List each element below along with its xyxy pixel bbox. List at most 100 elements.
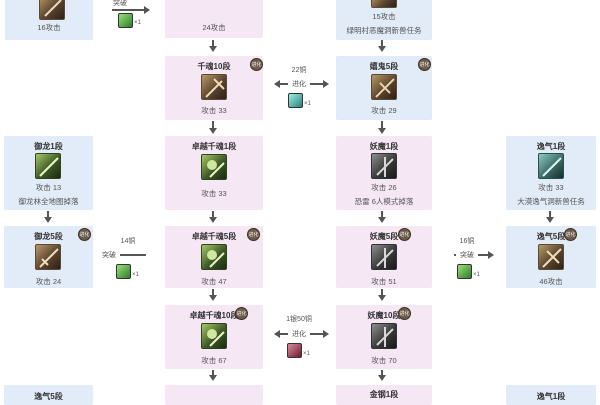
arrow-stem [212, 211, 214, 218]
weapon-icon [35, 153, 61, 179]
card-zhuoyue-10[interactable]: 卓越千魂10段 进化 攻击 67 [165, 305, 263, 369]
card-stat: 攻击 47 [201, 277, 227, 286]
card-title: 嬉鬼5段 [369, 62, 399, 71]
card-source: 恐雷 6人模式掉落 [354, 197, 414, 206]
arrow-stem [212, 121, 214, 129]
arrow-down-icon [378, 46, 386, 52]
arrow-head-right-icon [488, 251, 494, 259]
card-qianhun-10[interactable]: 千魂10段 进化 攻击 33 [165, 56, 263, 120]
card-title: 千魂10段 [197, 62, 231, 71]
card-stat: 攻击 33 [201, 189, 227, 198]
evolve-badge-icon: 进化 [398, 307, 411, 320]
weapon-icon [201, 154, 227, 180]
material-icon [288, 93, 303, 108]
card-title: 妖魔1段 [369, 142, 399, 151]
weapon-icon [39, 0, 65, 20]
card-stat: 攻击 13 [35, 183, 62, 192]
weapon-icon [371, 0, 397, 8]
connector-arrow [112, 9, 144, 11]
arrow-head-right-icon [323, 80, 329, 88]
card-title: 逸气5段 [536, 232, 566, 241]
card-yulong-1[interactable]: 御龙1段 攻击 13 御龙林全地图掉落 [4, 136, 93, 210]
card-yaoli-5[interactable]: 嬉鬼5段 进化 攻击 29 [336, 56, 432, 120]
card-yaoli-5b[interactable]: 妖魔5段 进化 攻击 51 [336, 226, 432, 288]
weapon-icon [201, 244, 227, 270]
card-stat: 攻击 24 [35, 277, 62, 286]
weapon-icon [538, 244, 564, 270]
weapon-icon [201, 323, 227, 349]
material-icon [118, 13, 133, 28]
material-count: ×1 [132, 272, 139, 278]
card-title: 妖魔10段 [367, 311, 401, 320]
material-icon [457, 264, 472, 279]
arrow-down-icon [378, 217, 386, 223]
card-bottom-right[interactable]: 金钢1段 [336, 385, 432, 405]
arrow-head-right-icon [144, 6, 150, 14]
card-yiqi-5[interactable]: 逸气5段 进化 46攻击 [506, 226, 596, 288]
evolve-badge-icon: 进化 [398, 228, 411, 241]
arrow-down-icon [209, 217, 217, 223]
connector-label-top: 1银50铜 [286, 316, 312, 323]
card-stat: 攻击 51 [371, 277, 397, 286]
card-bottom-left[interactable]: 逸气5段 [4, 385, 93, 405]
card-stat: 24攻击 [202, 23, 226, 32]
connector-label-bottom: 进化 [288, 79, 310, 89]
material-count: ×1 [303, 351, 310, 357]
weapon-icon [201, 74, 227, 100]
material-icon [287, 343, 302, 358]
weapon-icon [371, 244, 397, 270]
evolve-badge-icon: 进化 [250, 58, 263, 71]
arrow-down-icon [546, 217, 554, 223]
card-yaoli-10[interactable]: 妖魔10段 进化 攻击 70 [336, 305, 432, 369]
arrow-down-icon [44, 217, 52, 223]
card-zhuoyue-5[interactable]: 卓越千魂5段 进化 攻击 47 [165, 226, 263, 288]
card-title: 御龙5段 [34, 232, 63, 241]
material-icon [116, 264, 131, 279]
card-title: 金钢1段 [369, 390, 399, 399]
card-source: 大漠逸气洞新兽任务 [517, 197, 585, 206]
weapon-icon [371, 323, 397, 349]
evolve-badge-icon: 进化 [418, 58, 431, 71]
card-top-right: 15攻击 绿明村恶魔洞新兽任务 [336, 0, 432, 40]
arrow-head-right-icon [323, 330, 329, 338]
arrow-stem [212, 370, 214, 375]
arrow-down-icon [209, 295, 217, 301]
card-zhuoyue-1[interactable]: 卓越千魂1段 攻击 33 [165, 136, 263, 210]
connector-label: 突破 [113, 0, 127, 7]
connector-label-top: 16铜 [459, 238, 475, 245]
arrow-stem [549, 211, 551, 218]
card-title: 卓越千魂1段 [191, 142, 237, 151]
card-title: 卓越千魂10段 [189, 311, 239, 320]
card-stat: 攻击 67 [201, 356, 227, 365]
connector-label-bottom: 突破 [98, 250, 120, 260]
card-title: 妖魔5段 [369, 232, 399, 241]
card-yaoli-1[interactable]: 妖魔1段 攻击 26 恐雷 6人模式掉落 [336, 136, 432, 210]
card-yiqi-1[interactable]: 逸气1段 攻击 33 大漠逸气洞新兽任务 [506, 136, 596, 210]
arrow-down-icon [378, 295, 386, 301]
card-title: 逸气1段 [536, 392, 566, 401]
arrow-stem [381, 121, 383, 129]
arrow-down-icon [378, 375, 386, 381]
card-bottom-far-right[interactable]: 逸气1段 [506, 385, 596, 405]
card-stat: 攻击 70 [371, 356, 397, 365]
evolve-badge-icon: 进化 [247, 228, 260, 241]
connector-label-top: 22铜 [291, 67, 307, 74]
connector-arrow [112, 254, 146, 256]
card-top-left: 16攻击 [5, 0, 93, 40]
arrow-stem [381, 40, 383, 46]
weapon-icon [538, 153, 564, 179]
material-count: ×1 [473, 272, 480, 278]
connector-label-bottom: 进化 [288, 329, 310, 339]
card-source: 御龙林全地图掉落 [18, 197, 79, 206]
arrow-down-icon [209, 128, 217, 134]
evolve-badge-icon: 进化 [235, 307, 248, 320]
card-title: 逸气5段 [34, 392, 63, 401]
connector-label-bottom: 突破 [456, 250, 478, 260]
card-bottom-mid[interactable] [165, 385, 263, 405]
weapon-icon [371, 74, 397, 100]
card-yulong-5[interactable]: 御龙5段 进化 攻击 24 [4, 226, 93, 288]
card-title: 御龙1段 [34, 142, 63, 151]
arrow-stem [47, 211, 49, 218]
material-count: ×1 [304, 101, 311, 107]
card-stat: 16攻击 [37, 23, 61, 32]
